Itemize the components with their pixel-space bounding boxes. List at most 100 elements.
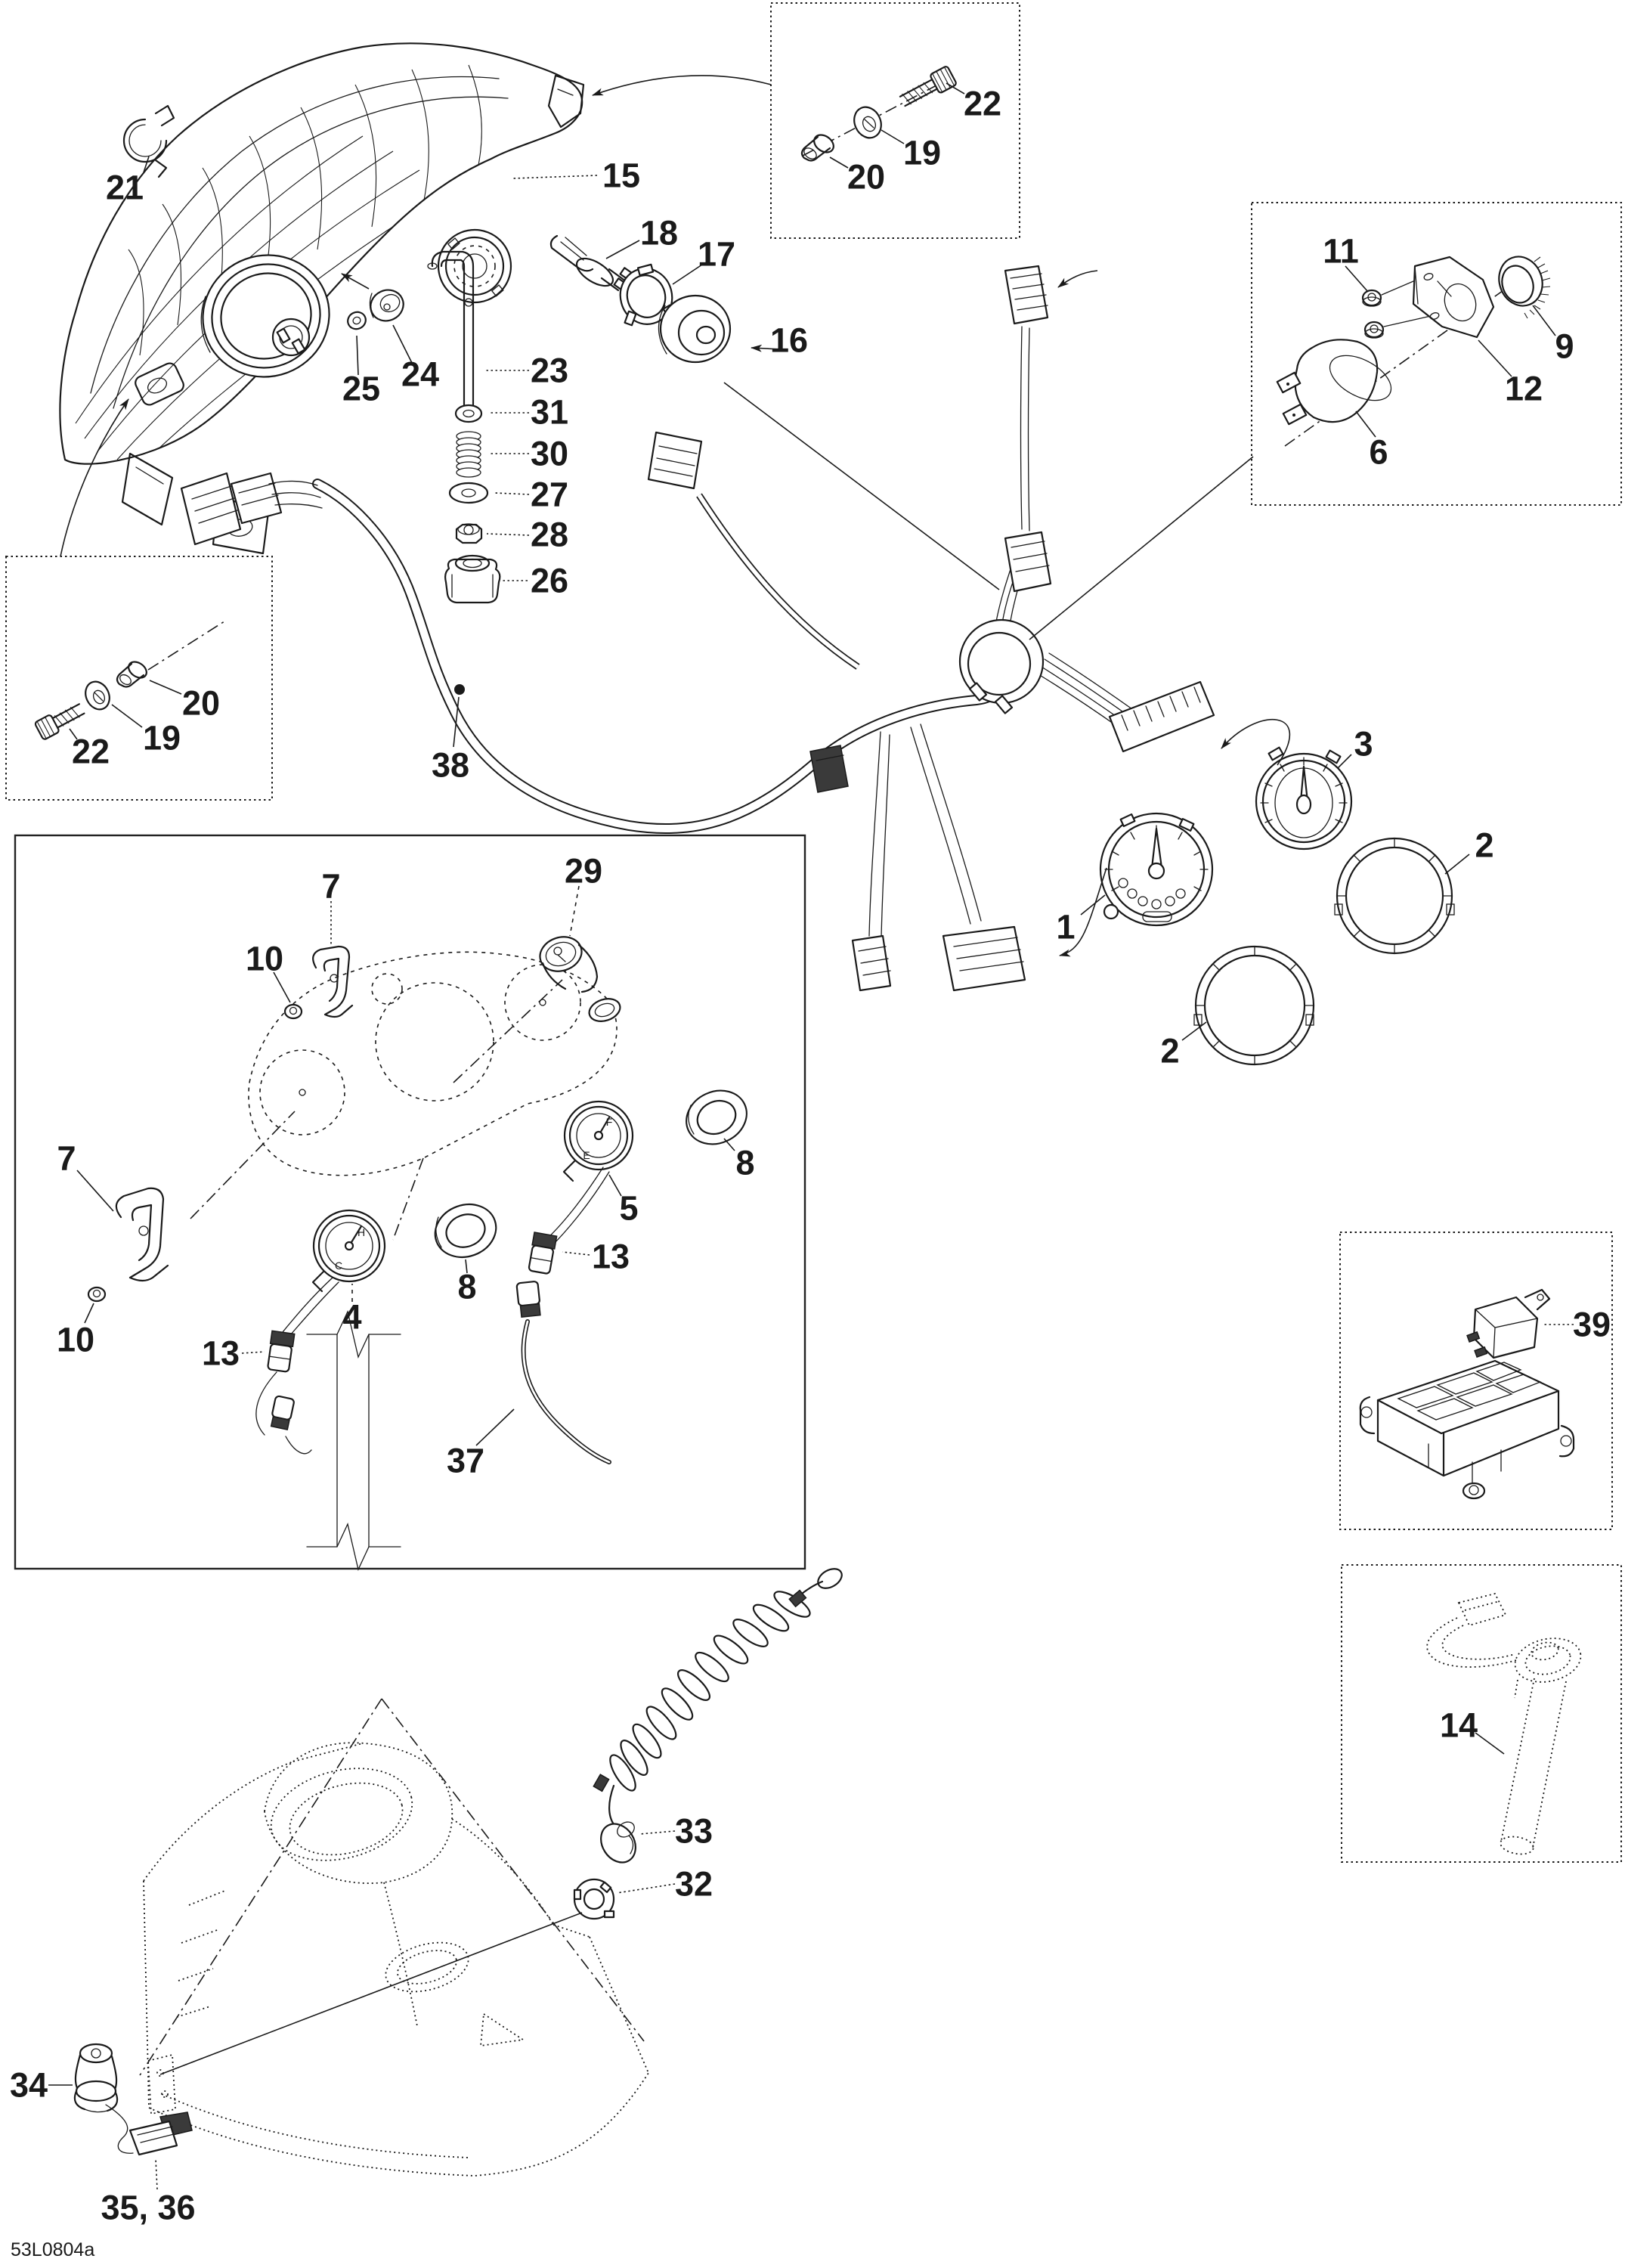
callout-15: 15 [602,156,640,195]
harness-connector-b [1108,680,1215,753]
callout-14: 14 [1440,1706,1478,1745]
screw-22b [34,703,85,740]
detail-box-fuel-sender: 14 [1341,1564,1622,1863]
console-outline [143,1742,649,2177]
callout-38: 38 [432,746,469,785]
callout-8b: 8 [735,1144,754,1182]
fuel-sender-14 [1426,1592,1582,1855]
column-break-lines [306,1310,401,1571]
grommet-8-right [686,1089,748,1145]
harness-connector-a [1004,531,1052,593]
callout-12: 12 [1505,370,1543,408]
detail-box-left-fasteners: 22 19 20 [5,398,273,801]
callout-20b: 20 [182,684,220,723]
callout-29: 29 [565,852,602,891]
callout-19a: 19 [903,134,941,172]
tachometer-gauge-3: 3 [1221,718,1373,850]
bracket-7-bottom [115,1187,169,1282]
headlight-ear-left [135,362,184,406]
grommet-8-mid [434,1204,497,1258]
callout-22a: 22 [964,85,1001,123]
temperature-gauge-4: H C [311,1209,386,1293]
harness-grommet-ring [958,618,1045,714]
nut-11-lower [1363,321,1385,339]
hull-console: 34 35, 36 [10,1698,649,2227]
harness-connector-cluster-big [942,925,1026,992]
relay-6 [1276,339,1392,426]
headlight-projector [437,228,512,304]
detail-box-flasher-mount: 11 9 12 6 [1251,202,1622,506]
harness-connector-top [1004,265,1049,325]
callout-30: 30 [531,435,568,473]
callout-2a: 2 [1475,826,1493,865]
gauge-housing-outline [248,951,618,1176]
connector-35-36 [128,2112,193,2156]
callout-18: 18 [640,214,678,253]
callout-9: 9 [1555,327,1574,366]
callout-21: 21 [106,169,144,207]
dess-ring-32 [573,1878,615,1920]
callout-25: 25 [342,370,380,408]
callout-10a: 10 [246,940,283,978]
callout-35-36: 35, 36 [101,2189,195,2227]
callout-13a: 13 [202,1334,240,1373]
headlight-lower-tabs [121,452,174,526]
callout-5: 5 [619,1189,638,1228]
fuse-block [1359,1359,1575,1500]
callout-10b: 10 [57,1321,94,1359]
callout-23: 23 [531,352,568,390]
callout-37: 37 [447,1442,484,1480]
sleeve-20a [800,134,834,162]
callout-13b: 13 [592,1238,630,1276]
callout-24: 24 [401,355,439,394]
plug-24-washer-25: 24 25 [341,273,439,408]
bulb-retaining-ring-17: 17 [619,235,735,327]
callout-34: 34 [10,2066,48,2105]
headlight-lower-lamp [200,254,330,378]
callout-3: 3 [1354,725,1373,764]
headlight-mounting-tab-right [547,74,585,129]
bezel-ring-2-left: 2 [1160,945,1315,1070]
callout-26: 26 [531,562,568,600]
wiring-harness: 38 [180,265,1254,992]
callout-15-group: 15 [512,156,640,195]
safety-lanyard: 33 32 [159,1568,843,2075]
callout-16: 16 [770,321,808,360]
harness-connector-left1 [180,472,242,546]
detail-box-instruments: 7 10 29 7 10 H C [14,834,806,1571]
connector-13-right [528,1232,558,1275]
tether-cap-33 [600,1821,636,1864]
screw-22a [899,66,957,107]
fuel-gauge-5: F E [562,1100,634,1182]
washer-31: 31 [454,393,568,432]
headlight-assembly [59,42,585,555]
connector-13-mid [515,1281,541,1318]
speedometer-gauge-1: 1 [1056,812,1214,957]
nut-28: 28 [455,516,568,554]
callout-2b: 2 [1160,1032,1179,1070]
rubber-boot-16: 16 [658,294,808,364]
drawing-code: 53L0804a [11,2239,94,2260]
callout-32: 32 [675,1865,713,1904]
callout-33: 33 [675,1812,713,1851]
gauge4-c-mark: C [335,1259,342,1272]
detail-box-top-fasteners: 22 19 20 [592,2,1020,239]
callout-28: 28 [531,516,568,554]
callout-19b: 19 [143,719,181,758]
callout-27: 27 [531,476,568,514]
connector-13-left [267,1330,296,1373]
washer-27: 27 [448,476,568,514]
gauge5-e-mark: E [583,1149,590,1161]
callout-7a: 7 [321,867,340,906]
detail-box-fuse-holder: 39 [1339,1232,1613,1530]
callout-39: 39 [1573,1306,1611,1344]
washer-19b [85,680,110,711]
callout-31: 31 [531,393,568,432]
harness-connector-cluster-small [851,934,892,992]
callout-7b: 7 [57,1139,76,1178]
knurled-ring-9 [1498,256,1551,319]
callout-1: 1 [1056,908,1075,947]
relay-39 [1466,1288,1551,1359]
